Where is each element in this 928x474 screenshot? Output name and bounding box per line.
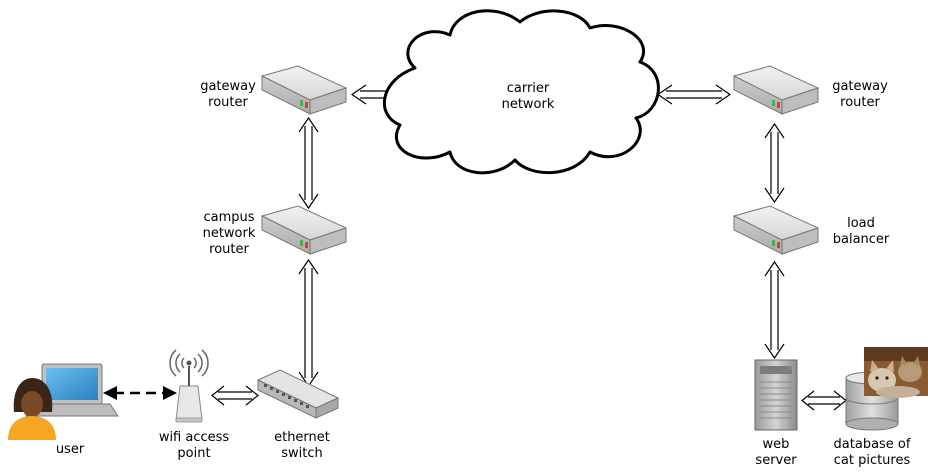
user-avatar-icon	[8, 378, 56, 440]
wifi-access-point-label: wifi access point	[146, 430, 242, 462]
load-label-line1: load	[847, 216, 875, 231]
web-label-line1: web	[762, 437, 790, 452]
carrier-label-line2: network	[501, 97, 555, 112]
campus-label-line2: network	[202, 226, 256, 241]
db-label-line2: cat pictures	[833, 453, 911, 468]
campus-router-icon	[261, 205, 347, 255]
web-label-line2: server	[755, 453, 797, 468]
db-label-line1: database of	[833, 437, 911, 452]
link-load-balancer-to-web-server	[764, 260, 785, 360]
gateway-right-label: gateway router	[825, 79, 895, 111]
wifi-label-line2: point	[177, 446, 211, 461]
gateway-left-label-line2: router	[208, 95, 248, 110]
web-server-icon	[754, 359, 798, 431]
ethernet-label-line1: ethernet	[274, 430, 330, 445]
link-gateway-left-to-campus	[298, 116, 319, 210]
database-label: database of cat pictures	[820, 437, 924, 469]
ethernet-label-line2: switch	[281, 446, 323, 461]
cloud-icon	[382, 9, 660, 175]
user-label: user	[55, 442, 85, 457]
gateway-left-router-icon	[261, 65, 347, 115]
cat-photo	[864, 347, 928, 398]
load-balancer-label: load balancer	[824, 216, 898, 248]
web-server-label: web server	[746, 437, 806, 469]
gateway-right-router-icon	[733, 65, 819, 115]
link-gateway-right-to-load-balancer	[764, 122, 785, 204]
gateway-left-label-line1: gateway	[200, 79, 256, 94]
load-balancer-icon	[733, 205, 819, 255]
campus-router-label: campus network router	[194, 210, 264, 258]
link-campus-to-switch	[298, 258, 319, 388]
wifi-label-line1: wifi access	[158, 430, 230, 445]
wifi-access-point-icon	[169, 349, 209, 423]
ethernet-switch-label: ethernet switch	[262, 430, 342, 462]
gateway-right-label-line1: gateway	[832, 79, 888, 94]
carrier-network-label: carrier network	[488, 81, 568, 113]
carrier-label-line1: carrier	[506, 81, 550, 96]
link-web-server-to-database	[801, 390, 847, 411]
campus-label-line1: campus	[203, 210, 255, 225]
link-laptop-to-wifi-wireless	[103, 386, 177, 400]
load-label-line2: balancer	[832, 232, 890, 247]
ethernet-switch-icon	[256, 369, 340, 419]
link-carrier-to-gateway-right	[656, 84, 732, 105]
gateway-left-label: gateway router	[193, 79, 263, 111]
gateway-right-label-line2: router	[840, 95, 880, 110]
campus-label-line3: router	[209, 242, 249, 257]
link-wifi-to-switch	[211, 385, 259, 406]
